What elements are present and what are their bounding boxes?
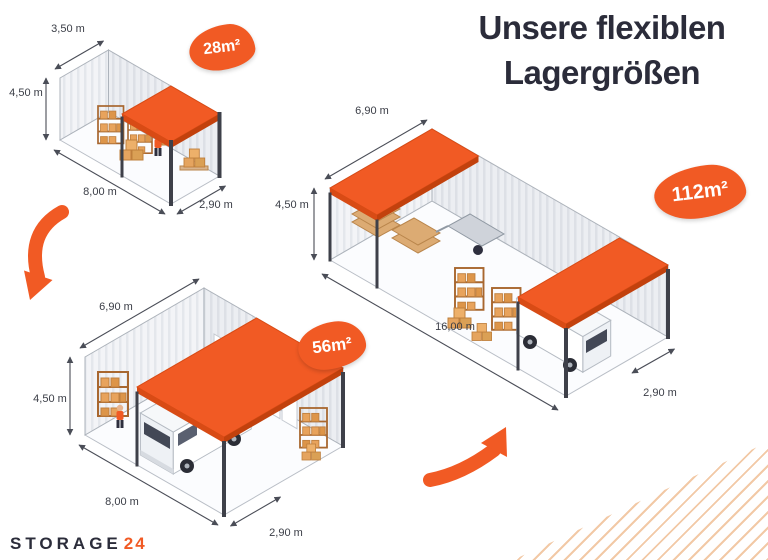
storage-unit-large: 6,90 m 4,50 m 16,00 m 2,90 m	[275, 105, 677, 411]
dimensions: 3,50 m 4,50 m 8,00 m 2,90 m	[9, 23, 233, 215]
storage-unit-small: 3,50 m 4,50 m 8,00 m 2,90 m	[9, 23, 233, 215]
curved-arrow-down-icon	[24, 205, 69, 300]
dim-label-door: 2,90 m	[643, 387, 677, 399]
dim-label-height: 4,50 m	[33, 393, 67, 405]
dim-label-door: 2,90 m	[199, 199, 233, 211]
pallet-illustration	[179, 148, 209, 171]
curved-arrow-up-icon	[423, 427, 507, 487]
canopy-roof	[120, 85, 221, 148]
storage-unit-medium: 6,90 m 4,50 m 8,00 m 2,90 m	[33, 278, 345, 539]
title-line-2: Lagergrößen	[503, 53, 701, 91]
dimensions: 6,90 m 4,50 m 16,00 m 2,90 m	[275, 105, 677, 411]
dim-label-length: 8,00 m	[105, 496, 139, 508]
dim-label-height: 4,50 m	[275, 199, 309, 211]
title-line-1: Unsere flexiblen	[478, 9, 726, 46]
dim-label-length: 16,00 m	[435, 321, 475, 333]
page-title: Unsere flexiblen Lagergrößen	[440, 6, 764, 95]
trailer-illustration	[435, 213, 506, 255]
dim-label-length: 8,00 m	[83, 186, 117, 198]
dimensions: 6,90 m 4,50 m 8,00 m 2,90 m	[33, 278, 303, 539]
logo-brand-text: STORAGE	[10, 534, 122, 553]
dim-label-width: 6,90 m	[355, 105, 389, 117]
dim-label-width: 3,50 m	[51, 23, 85, 35]
dim-label-door: 2,90 m	[269, 527, 303, 539]
logo-number-text: 24	[123, 534, 147, 553]
dim-label-width: 6,90 m	[99, 301, 133, 313]
dim-label-height: 4,50 m	[9, 87, 43, 99]
